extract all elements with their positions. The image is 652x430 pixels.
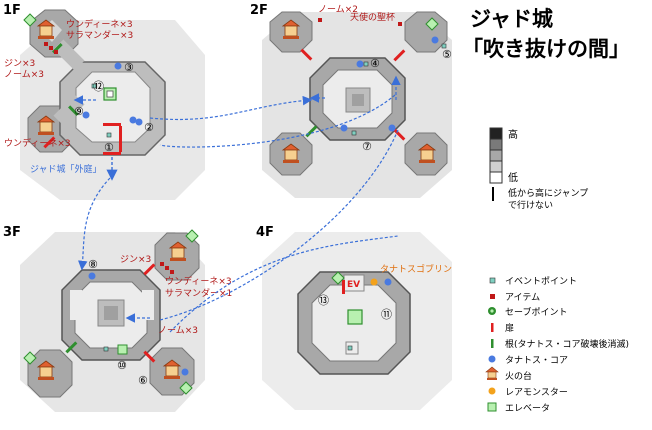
number-2f-4: ④	[370, 57, 380, 70]
root-icon	[491, 339, 494, 348]
jump-note-1: 低から高にジャンプ	[508, 187, 588, 199]
number-1f-3: ③	[124, 61, 134, 74]
fire-stand-1f	[36, 19, 56, 39]
note-1f-undine-b: ウンディーネ×3	[4, 137, 71, 149]
legend-label-door: 扉	[505, 322, 514, 334]
title-line-2: 「吹き抜けの間」	[462, 37, 630, 61]
note-3f-jin: ジン×3	[120, 255, 151, 265]
save-point-2f	[425, 17, 439, 31]
number-3f-10: ⑩	[117, 359, 127, 372]
save-point-3f-b	[23, 351, 37, 365]
number-2f-7: ⑦	[362, 140, 372, 153]
door-1f-south	[103, 123, 121, 126]
fire-stand-1f-sw	[36, 115, 56, 135]
floor-label-1f: 1F	[3, 3, 21, 18]
save-point-4f	[331, 271, 345, 285]
floor-2f-room-ne	[404, 11, 448, 53]
elevator-icon	[487, 402, 497, 412]
height-low-label: 低	[508, 171, 518, 184]
legend-label-save: セーブポイント	[505, 306, 567, 318]
item-icon	[490, 294, 495, 299]
fire-stand-icon	[485, 366, 499, 380]
legend-label-elevator: エレベータ	[505, 403, 550, 414]
exit-label-1f: ジャド城「外庭」	[30, 163, 102, 175]
fire-stand-3f-ne	[168, 241, 188, 261]
fire-stand-2f-se	[417, 143, 437, 163]
height-legend: 高 低 低から高にジャンプ で行けない	[489, 127, 588, 211]
note-3f-gnome: ノーム×3	[158, 325, 198, 336]
floor-connections	[77, 94, 399, 333]
fire-stand-3f-se	[162, 359, 182, 379]
height-high-label: 高	[508, 128, 518, 141]
number-1f-1: ①	[104, 141, 114, 154]
elevator-3f	[117, 344, 128, 355]
floor-label-2f: 2F	[250, 3, 268, 18]
save-point-3f-c	[179, 381, 193, 395]
jump-note-2: で行けない	[508, 199, 553, 211]
floor-2f: 2F ノーム×2 天使の聖杯 ④ ⑤ ⑦	[250, 3, 452, 198]
rare-monster-4f	[370, 278, 378, 286]
note-3f-salamander: サラマンダー×1	[165, 287, 232, 299]
legend-label-core: タナトス・コア	[505, 355, 568, 366]
event-point-1f	[106, 132, 112, 138]
number-1f-9: ⑨	[74, 105, 84, 118]
legend-label-root: 根(タナトス・コア破壊後消滅)	[505, 338, 629, 350]
note-1f-salamander: サラマンダー×3	[66, 29, 133, 41]
note-1f-jin: ジン×3	[4, 59, 35, 69]
number-3f-6: ⑥	[138, 374, 148, 387]
save-point-1f	[23, 13, 37, 27]
note-3f-undine: ウンディーネ×3	[165, 275, 232, 287]
items-3f	[160, 262, 174, 274]
floor-1f: ③ ⑫ ⑨ ② ① 1F ウンディーネ×3 サラマンダー×3 ジン×3 ノーム×…	[3, 3, 205, 200]
items-1f	[44, 42, 58, 54]
ev-label-4f: EV	[347, 280, 360, 290]
floor-4f: EV 4F タナトスゴブリン ⑬ ⑪	[256, 225, 452, 410]
root-3f	[65, 341, 78, 354]
save-point-3f-a	[185, 229, 199, 243]
note-2f-grail: 天使の聖杯	[350, 11, 395, 23]
floor-label-4f: 4F	[256, 225, 274, 240]
core-1f-a	[114, 62, 122, 70]
number-3f-8: ⑧	[88, 258, 98, 271]
note-4f-thanatos-goblin: タナトスゴブリン	[380, 263, 452, 275]
number-2f-5: ⑤	[442, 48, 452, 61]
number-1f-2: ②	[144, 121, 154, 134]
elevator-4f	[347, 309, 363, 325]
symbol-legend: イベントポイント アイテム セーブポイント 扉 根(タナトス・コア破壊後消滅) …	[485, 276, 629, 414]
event-point-icon	[489, 277, 496, 284]
legend-label-fire: 火の台	[505, 370, 532, 382]
rare-monster-icon	[488, 387, 496, 395]
floor-3f: 3F ジン×3 ウンディーネ×3 サラマンダー×1 ノーム×3 ⑧ ⑩ ⑥	[3, 225, 232, 412]
note-1f-gnome: ノーム×3	[4, 69, 44, 80]
fire-stand-2f-sw	[281, 143, 301, 163]
title-line-1: ジャド城	[470, 7, 553, 31]
number-4f-13: ⑬	[318, 294, 329, 307]
legend-label-event: イベントポイント	[505, 276, 577, 287]
thanatos-core-icon	[488, 355, 496, 363]
legend-label-rare: レアモンスター	[505, 387, 568, 398]
floor-label-3f: 3F	[3, 225, 21, 240]
note-2f-gnome: ノーム×2	[318, 4, 358, 15]
save-point-icon	[488, 307, 496, 315]
root-1f-b	[68, 105, 79, 116]
legend-label-item: アイテム	[505, 292, 540, 303]
fire-stand-2f-nw	[281, 19, 301, 39]
fire-stand-3f-sw	[36, 360, 56, 380]
note-1f-undine-a: ウンディーネ×3	[66, 18, 133, 30]
number-4f-11: ⑪	[381, 308, 392, 321]
number-1f-12: ⑫	[93, 80, 104, 93]
door-icon	[491, 323, 494, 332]
